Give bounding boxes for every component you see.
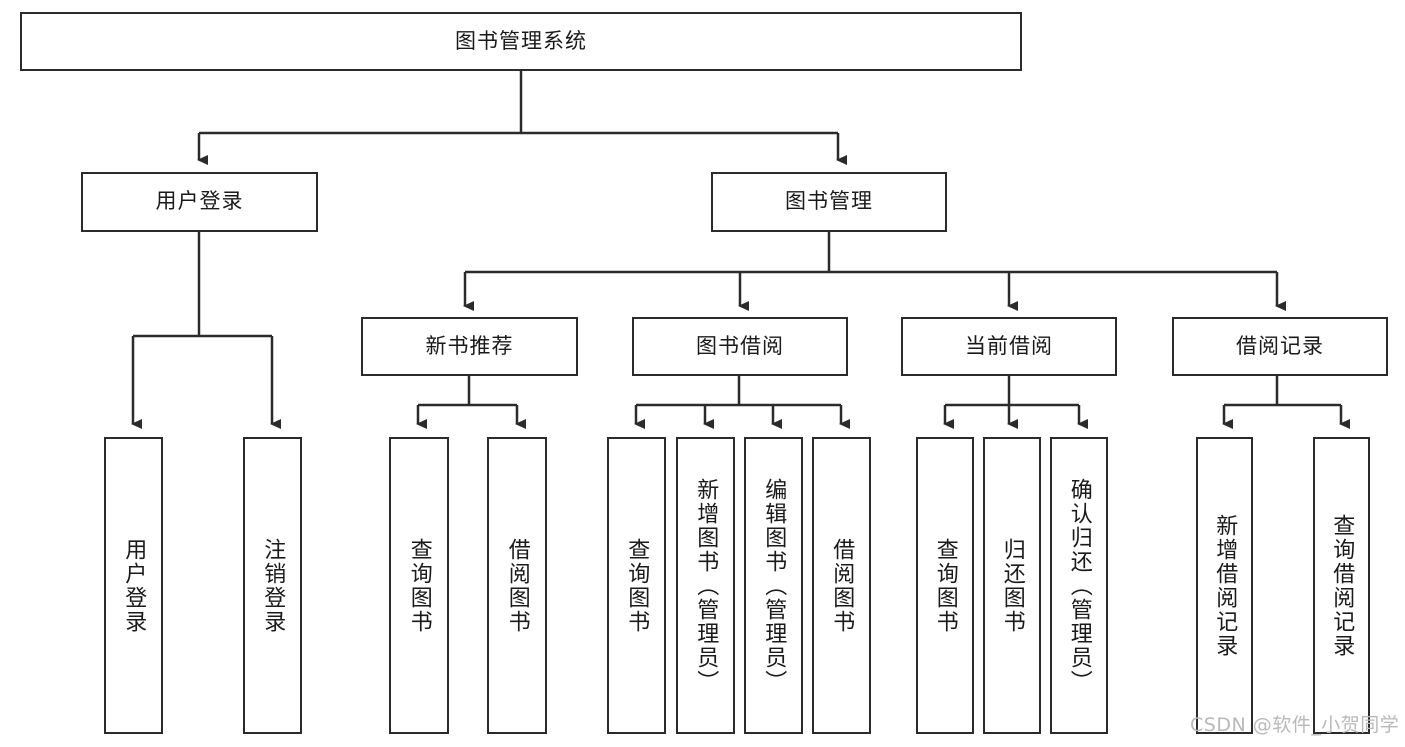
node-label: 新增图书（管理员） — [693, 477, 719, 694]
leaf-logout-login[interactable]: 注销登录 — [243, 437, 302, 734]
leaf-borrow-book[interactable]: 借阅图书 — [812, 437, 871, 734]
leaf-query-borrow-record[interactable]: 查询借阅记录 — [1313, 437, 1370, 734]
leaf-query-book-borrow[interactable]: 查询图书 — [607, 437, 666, 734]
leaf-return-book[interactable]: 归还图书 — [983, 437, 1041, 734]
node-book-borrow[interactable]: 图书借阅 — [632, 317, 848, 376]
node-label: 图书借阅 — [696, 333, 784, 358]
node-label: 用户登录 — [155, 189, 244, 214]
node-label: 归还图书 — [999, 537, 1025, 634]
leaf-borrow-book-recommend[interactable]: 借阅图书 — [487, 437, 547, 734]
node-current-borrow[interactable]: 当前借阅 — [901, 317, 1117, 376]
node-label: 查询图书 — [406, 537, 432, 634]
node-label: 图书管理系统 — [455, 28, 587, 53]
leaf-add-borrow-record[interactable]: 新增借阅记录 — [1196, 437, 1253, 734]
node-label: 确认归还（管理员） — [1066, 477, 1092, 694]
leaf-query-book-recommend[interactable]: 查询图书 — [389, 437, 449, 734]
node-label: 注销登录 — [260, 537, 286, 634]
node-label: 新书推荐 — [425, 333, 514, 358]
leaf-user-login[interactable]: 用户登录 — [104, 437, 163, 734]
node-label: 借阅记录 — [1236, 333, 1324, 358]
leaf-add-book-admin[interactable]: 新增图书（管理员） — [676, 437, 735, 734]
node-label: 借阅图书 — [504, 537, 530, 634]
watermark: CSDN @软件_小贺同学 — [1190, 714, 1400, 736]
node-label: 借阅图书 — [829, 537, 855, 634]
node-book-management[interactable]: 图书管理 — [711, 172, 947, 232]
node-new-book-recommend[interactable]: 新书推荐 — [361, 317, 578, 376]
node-label: 查询借阅记录 — [1329, 513, 1355, 658]
node-borrow-record[interactable]: 借阅记录 — [1172, 317, 1388, 376]
node-root-book-management-system[interactable]: 图书管理系统 — [20, 12, 1022, 71]
node-label: 用户登录 — [121, 537, 147, 634]
leaf-query-book-current[interactable]: 查询图书 — [916, 437, 974, 734]
node-label: 查询图书 — [932, 537, 958, 634]
node-user-login[interactable]: 用户登录 — [81, 172, 318, 232]
leaf-edit-book-admin[interactable]: 编辑图书（管理员） — [744, 437, 803, 734]
node-label: 编辑图书（管理员） — [761, 477, 787, 694]
node-label: 查询图书 — [624, 537, 650, 634]
node-label: 图书管理 — [785, 189, 873, 214]
node-label: 当前借阅 — [965, 333, 1053, 358]
leaf-confirm-return-admin[interactable]: 确认归还（管理员） — [1050, 437, 1108, 734]
node-label: 新增借阅记录 — [1212, 513, 1238, 658]
